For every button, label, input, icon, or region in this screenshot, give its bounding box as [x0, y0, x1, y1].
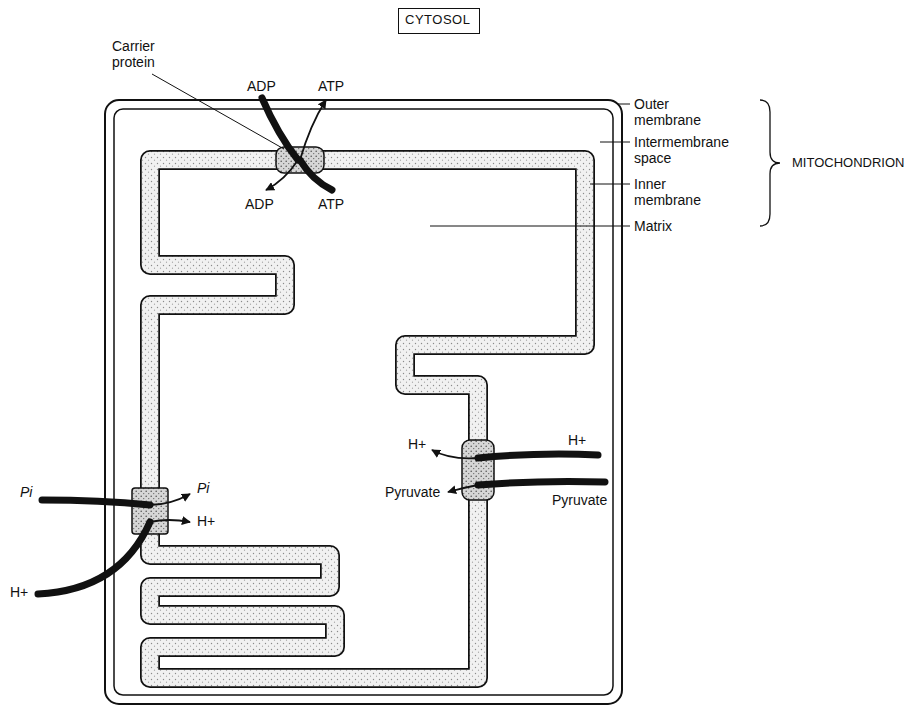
- part-label: H+: [568, 432, 586, 448]
- part-label-text: H+: [408, 436, 426, 452]
- part-label-text: Matrix: [634, 218, 672, 234]
- part-label-text: Pi: [20, 484, 32, 500]
- part-label: Pi: [20, 484, 32, 500]
- region-name: CYTOSOL: [405, 12, 473, 28]
- leader-line: [152, 74, 284, 149]
- part-label-text: ADP: [247, 78, 276, 94]
- pyruvate-transporter: [462, 440, 494, 500]
- part-label: ADP: [247, 78, 276, 94]
- part-label: H+: [408, 436, 426, 452]
- part-label: Outer membrane: [634, 96, 706, 128]
- phosphate-arrow-head: [150, 494, 190, 505]
- atp-arrow-head: [300, 100, 326, 160]
- grouping-brace: [760, 100, 780, 226]
- inner-membrane: [150, 160, 585, 678]
- part-label-text: Intermembrane space: [634, 134, 729, 166]
- adp-arrow-head: [266, 160, 298, 190]
- pyruvate-arrow-head: [448, 485, 478, 492]
- outer-membrane: [105, 100, 622, 704]
- part-label-text: Outer membrane: [634, 96, 701, 128]
- inner-membrane-outline: [150, 160, 585, 678]
- leader-line: [590, 184, 630, 185]
- part-label: Inner membrane: [634, 176, 706, 208]
- part-label: Pi: [197, 480, 209, 496]
- part-label-text: Pyruvate: [552, 492, 607, 508]
- proton-arrow-tail: [38, 522, 150, 594]
- part-label-text: ADP: [245, 196, 274, 212]
- part-label: Matrix: [634, 218, 672, 234]
- proton-arrow-head: [432, 450, 478, 458]
- region-box: CYTOSOL: [398, 8, 480, 34]
- part-label: MITOCHONDRION: [792, 155, 904, 171]
- part-label-text: H+: [10, 584, 28, 600]
- part-label: H+: [197, 513, 215, 529]
- part-label: ATP: [318, 78, 344, 94]
- pyruvate-arrow-tail: [478, 481, 605, 485]
- leader-line: [430, 226, 630, 227]
- part-label-text: Inner membrane: [634, 176, 701, 208]
- proton-arrow-head: [150, 520, 190, 522]
- part-label: ADP: [245, 196, 274, 212]
- part-label: Carrier protein: [112, 38, 172, 70]
- part-label-text: Pi: [197, 480, 209, 496]
- part-label-text: Pyruvate: [385, 484, 440, 500]
- part-label-text: H+: [197, 513, 215, 529]
- part-label: H+: [10, 584, 28, 600]
- leader-line: [600, 142, 630, 143]
- atp-arrow-tail: [300, 160, 332, 190]
- phosphate-arrow-tail: [42, 500, 150, 505]
- part-label: Intermembrane space: [634, 134, 738, 166]
- part-label: Pyruvate: [552, 492, 607, 508]
- outer-membrane-inner-edge: [114, 109, 613, 695]
- part-label-text: ATP: [318, 78, 344, 94]
- adp-arrow-tail: [262, 98, 298, 160]
- part-label-text: MITOCHONDRION: [792, 155, 904, 170]
- part-label-text: H+: [568, 432, 586, 448]
- leader-line: [617, 104, 630, 105]
- part-label-text: ATP: [318, 196, 344, 212]
- part-label: ATP: [318, 196, 344, 212]
- part-label: Pyruvate: [385, 484, 440, 500]
- part-label-text: Carrier protein: [112, 38, 155, 70]
- proton-arrow-tail: [478, 454, 598, 458]
